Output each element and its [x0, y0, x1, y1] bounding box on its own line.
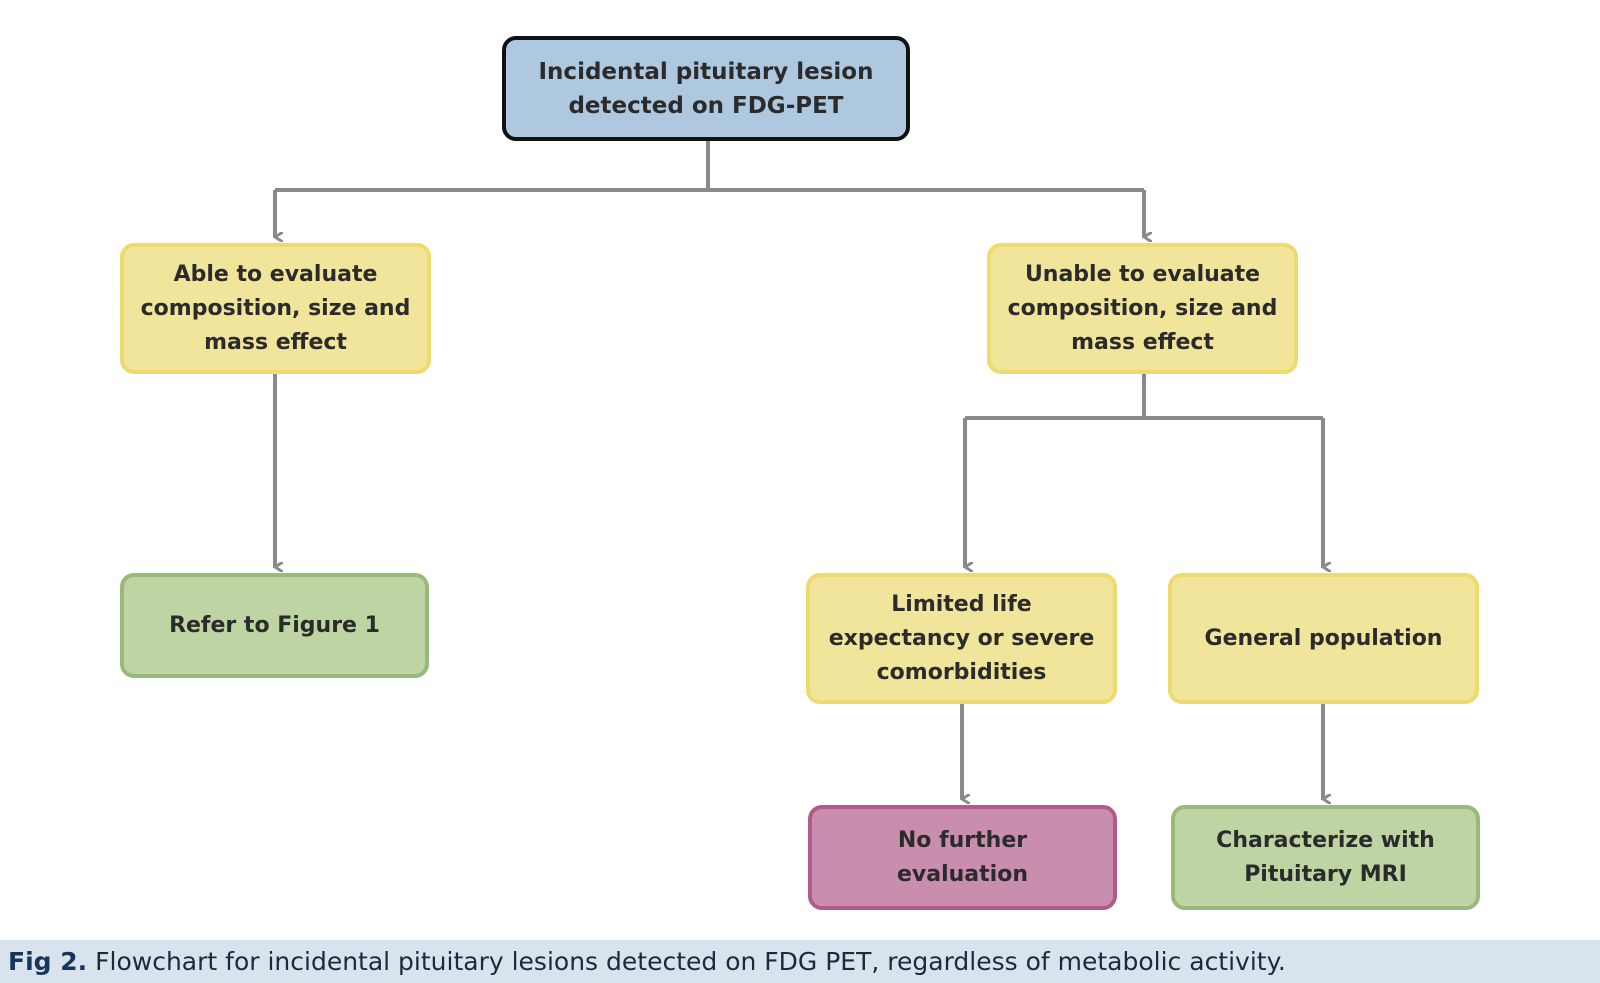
node-able-to-evaluate: Able to evaluate composition, size and m… — [120, 243, 431, 374]
node-limited-life-expectancy: Limited life expectancy or severe comorb… — [806, 573, 1117, 704]
node-text-line: evaluation — [897, 861, 1028, 887]
node-text-line: Refer to Figure 1 — [169, 612, 380, 638]
node-unable-to-evaluate: Unable to evaluate composition, size and… — [987, 243, 1298, 374]
node-text-line: composition, size and — [140, 295, 411, 321]
node-text-line: Able to evaluate — [173, 261, 378, 287]
node-characterize-mri: Characterize with Pituitary MRI — [1171, 805, 1480, 910]
figure-caption: Fig 2. Flowchart for incidental pituitar… — [0, 940, 1600, 983]
node-text-line: detected on FDG-PET — [568, 92, 844, 119]
node-text-line: expectancy or severe — [828, 625, 1095, 651]
caption-label: Fig 2. — [8, 947, 88, 976]
node-text-line: comorbidities — [876, 659, 1047, 685]
node-text-line: Limited life — [891, 591, 1032, 617]
node-general-population: General population — [1168, 573, 1479, 704]
node-refer-to-figure: Refer to Figure 1 — [120, 573, 429, 678]
node-text-line: composition, size and — [1007, 295, 1278, 321]
caption-text: Flowchart for incidental pituitary lesio… — [95, 947, 1286, 976]
node-text-line: Unable to evaluate — [1024, 261, 1261, 287]
node-incidental-lesion: Incidental pituitary lesion detected on … — [502, 36, 910, 141]
flowchart: Incidental pituitary lesion detected on … — [120, 36, 1600, 940]
node-text-line: mass effect — [1071, 329, 1214, 355]
node-text-line: Characterize with — [1216, 827, 1435, 853]
node-text-line: No further — [897, 827, 1028, 853]
node-text-line: mass effect — [204, 329, 347, 355]
node-no-further-evaluation: No further evaluation — [808, 805, 1117, 910]
connectors — [273, 141, 1600, 940]
node-text-line: General population — [1204, 625, 1443, 651]
node-text-line: Pituitary MRI — [1244, 861, 1407, 887]
node-text-line: Incidental pituitary lesion — [538, 58, 874, 85]
